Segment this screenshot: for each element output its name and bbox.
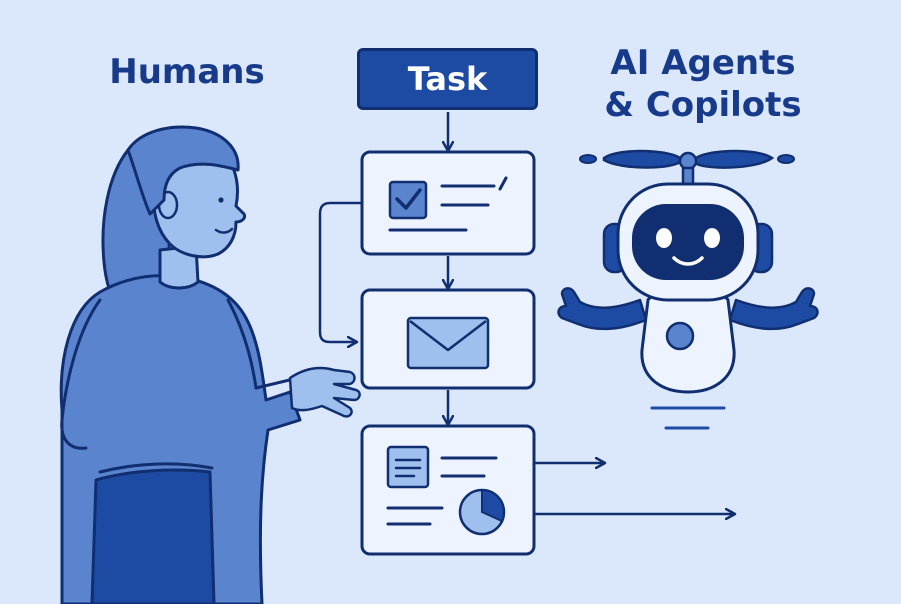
humans-label: Humans <box>109 52 265 92</box>
task-box: Task <box>357 48 538 110</box>
report-chart-icon <box>458 488 506 536</box>
propeller-icon <box>579 149 795 188</box>
task-label: Task <box>407 60 488 98</box>
workflow-step-email-card <box>360 288 536 390</box>
agents-label-line-1: AI Agents <box>610 43 796 83</box>
agents-label-line-2: & Copilots <box>604 85 802 125</box>
workflow-connectors <box>318 112 734 514</box>
human-figure <box>59 125 361 604</box>
workflow-step-report-card <box>360 424 536 556</box>
robot-copilot-figure <box>557 149 819 430</box>
workflow-step-checklist-card <box>360 150 536 256</box>
envelope-icon <box>406 316 490 370</box>
checkbox-form-icon <box>388 180 428 220</box>
document-icon <box>386 445 430 489</box>
agents-copilots-label: AI Agents & Copilots <box>588 42 818 126</box>
